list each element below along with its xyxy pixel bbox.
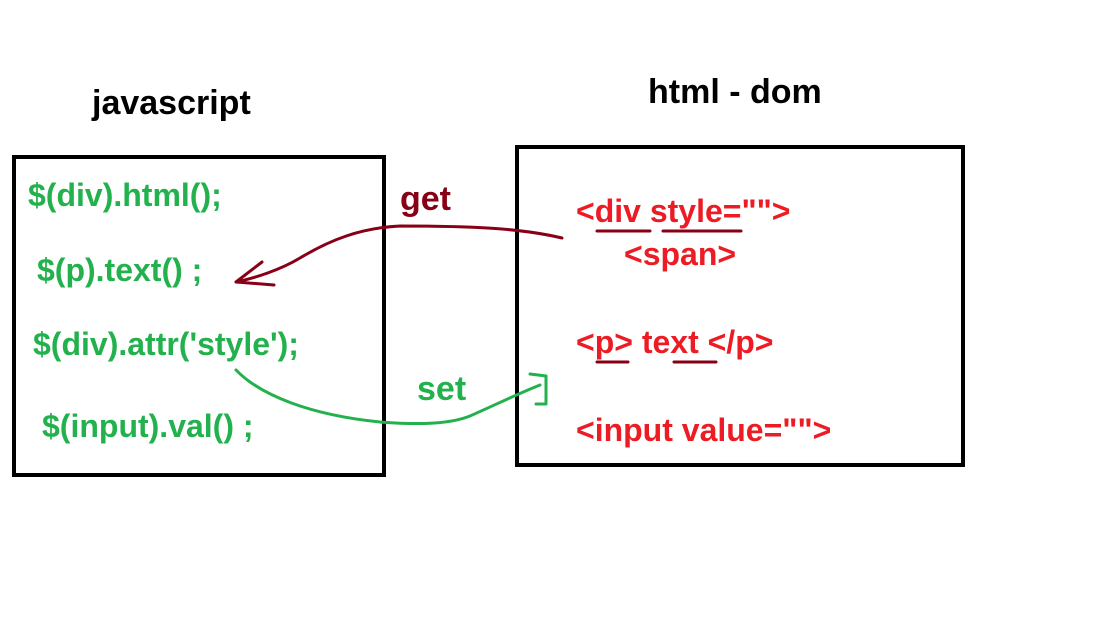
set-arrowhead (528, 372, 548, 406)
javascript-box (12, 155, 386, 477)
js-line-text: $(p).text() ; (37, 252, 203, 288)
dom-line-input: <input value=""> (576, 412, 832, 448)
set-label: set (417, 370, 467, 408)
js-line-val: $(input).val() ; (42, 408, 254, 444)
dom-line-div: <div style=""> (576, 193, 791, 229)
set-arrow (234, 368, 542, 426)
html-dom-title: html - dom (648, 73, 822, 111)
get-label: get (400, 180, 451, 218)
dom-line-p: <p> text </p> (576, 324, 774, 360)
js-line-html: $(div).html(); (28, 177, 222, 213)
html-dom-box (515, 145, 965, 467)
get-arrowhead (234, 260, 276, 287)
get-arrow (234, 224, 564, 284)
javascript-title: javascript (92, 84, 251, 122)
js-line-attr: $(div).attr('style'); (33, 326, 299, 362)
dom-line-span: <span> (624, 236, 737, 272)
